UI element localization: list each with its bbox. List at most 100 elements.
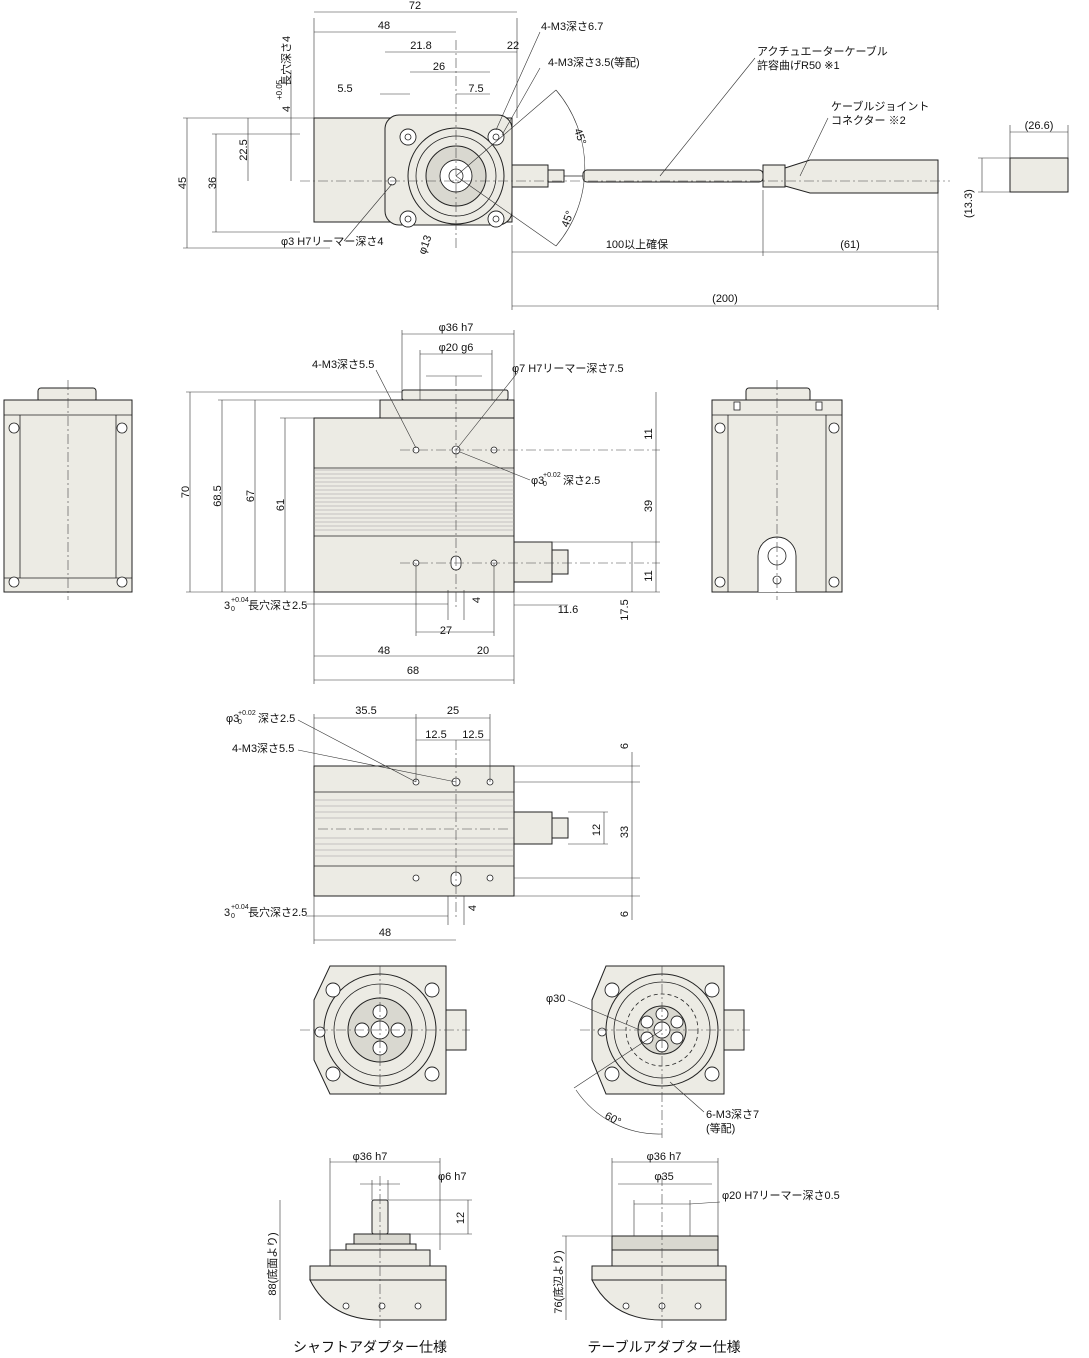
left-side-view xyxy=(3,380,133,600)
dim-26: 26 xyxy=(433,61,445,73)
dim-68: 68 xyxy=(407,665,419,677)
front-pin-text: 深さ2.5 xyxy=(563,474,600,487)
label-m3-6-7: 4-M3深さ6.7 xyxy=(541,20,603,33)
dim-27: 27 xyxy=(440,625,452,637)
top-slot-text: 長穴深さ4 xyxy=(279,36,293,86)
dim-6-top: 6 xyxy=(619,743,631,749)
actuator-cable xyxy=(582,169,764,183)
dim-25: 25 xyxy=(447,705,459,717)
shaft-dim-88: 88(底面より) xyxy=(265,1232,279,1295)
table-phi20: φ20 H7リーマー深さ0.5 xyxy=(722,1189,840,1202)
front-phi20: φ20 g6 xyxy=(439,342,474,354)
table-dim-76: 76(底辺より) xyxy=(551,1250,565,1313)
table-phi35: φ35 xyxy=(654,1171,673,1183)
dim-4-front: 4 xyxy=(471,597,483,603)
dim-33: 33 xyxy=(619,826,631,838)
table-adapter-top-view: φ30 60° 6-M3深さ7 (等配) xyxy=(546,965,759,1140)
top-slot-tol: +0.05 xyxy=(275,79,284,100)
right-side-view xyxy=(711,380,843,600)
bottom-view-fins xyxy=(314,799,514,857)
bottom-slot-tol: +0.04 xyxy=(231,904,249,911)
adapter-table xyxy=(611,1235,719,1251)
dim-68-5: 68.5 xyxy=(212,485,224,506)
label-m3-7-sub: (等配) xyxy=(706,1121,735,1135)
label-joint-sub: コネクター ※2 xyxy=(831,114,906,127)
label-angle-60: 60° xyxy=(603,1110,623,1128)
connector-end-view xyxy=(1009,157,1069,193)
cable-gland xyxy=(511,164,549,188)
dim-11-top: 11 xyxy=(643,428,655,439)
dim-6-bottom: 6 xyxy=(619,911,631,917)
front-m3-5-5: 4-M3深さ5.5 xyxy=(312,358,374,371)
dim-70: 70 xyxy=(180,486,192,498)
label-phi13: φ13 xyxy=(417,234,435,256)
dim-67: 67 xyxy=(245,490,257,502)
shaft-phi6: φ6 h7 xyxy=(438,1171,467,1183)
bottom-slot-main: 3 xyxy=(224,907,230,919)
label-reamer: φ3 H7リーマー深さ4 xyxy=(281,235,384,248)
front-view-gland xyxy=(513,541,553,583)
dim-48: 48 xyxy=(378,20,390,32)
dim-48-bottom: 48 xyxy=(379,927,391,939)
label-m3-7: 6-M3深さ7 xyxy=(706,1108,759,1121)
front-slot-tol0: 0 xyxy=(231,606,235,613)
front-pin-tol: +0.02 xyxy=(543,472,561,479)
bottom-pin-text: 深さ2.5 xyxy=(258,712,295,725)
table-adapter-side-view: φ36 h7 φ35 φ20 H7リーマー深さ0.5 76(底辺より) テーブル… xyxy=(551,1151,840,1355)
front-phi7: φ7 H7リーマー深さ7.5 xyxy=(512,362,624,375)
front-view: φ36 h7 φ20 g6 4-M3深さ5.5 φ7 H7リーマー深さ7.5 φ… xyxy=(180,322,660,684)
dim-12-bottom: 12 xyxy=(591,824,603,836)
front-phi36: φ36 h7 xyxy=(439,322,474,334)
bottom-view-body xyxy=(313,765,515,897)
dim-7-5: 7.5 xyxy=(468,83,483,95)
dim-61: 61 xyxy=(275,499,287,511)
dim-72: 72 xyxy=(409,0,421,12)
dim-20: 20 xyxy=(477,645,489,657)
dim-100: 100以上確保 xyxy=(606,237,668,251)
dim-22-5: 22.5 xyxy=(238,139,250,160)
table-phi36: φ36 h7 xyxy=(647,1151,682,1163)
dim-35-5: 35.5 xyxy=(355,705,376,717)
dim-61: (61) xyxy=(840,239,860,251)
dim-12-5-a: 12.5 xyxy=(425,729,446,741)
dim-17-5: 17.5 xyxy=(619,599,631,620)
dim-39: 39 xyxy=(643,500,655,512)
label-angle-45-b: 45° xyxy=(560,209,577,229)
dim-22: 22 xyxy=(507,40,519,52)
dim-13-3: (13.3) xyxy=(963,189,975,218)
dim-200: (200) xyxy=(712,293,738,305)
bottom-pin-phi: φ3 xyxy=(226,713,239,725)
bottom-view: φ3 +0.02 0 深さ2.5 4-M3深さ5.5 3 +0.04 0 長穴深… xyxy=(224,705,640,944)
dim-48-front: 48 xyxy=(378,645,390,657)
shaft-dim-12: 12 xyxy=(455,1212,467,1224)
front-pin-phi: φ3 xyxy=(531,475,544,487)
front-slot-text: 長穴深さ2.5 xyxy=(248,598,307,612)
dim-26-6: (26.6) xyxy=(1025,120,1054,132)
dim-21-8: 21.8 xyxy=(410,40,431,52)
bottom-pin-tol0: 0 xyxy=(238,719,242,726)
top-slot-main: 4 xyxy=(281,106,293,112)
dim-5-5: 5.5 xyxy=(337,83,352,95)
dim-11-bottom: 11 xyxy=(643,570,655,581)
bottom-m3-5-5: 4-M3深さ5.5 xyxy=(232,742,294,755)
dim-4-bottom: 4 xyxy=(467,905,479,911)
shaft-adapter-top-view xyxy=(300,965,470,1095)
bottom-pin-tol: +0.02 xyxy=(238,710,256,717)
front-pin-tol0: 0 xyxy=(543,481,547,488)
shaft-adapter-side-view: φ36 h7 φ6 h7 12 88(底面より) シャフトアダプター仕様 xyxy=(265,1151,472,1355)
label-cable-sub: 許容曲げR50 ※1 xyxy=(757,58,840,72)
label-angle-45-a: 45° xyxy=(571,127,588,147)
top-view: 72 48 21.8 22 26 5.5 7.5 45 36 22.5 4 +0… xyxy=(177,0,1069,310)
front-view-fins xyxy=(314,469,514,531)
dim-45: 45 xyxy=(177,177,189,189)
shaft-adapter-caption: シャフトアダプター仕様 xyxy=(293,1339,447,1355)
bottom-slot-text: 長穴深さ2.5 xyxy=(248,905,307,919)
cable-joint-connector xyxy=(784,159,939,194)
dim-12-5-b: 12.5 xyxy=(462,729,483,741)
label-joint-title: ケーブルジョイント xyxy=(831,99,929,113)
label-m3-3-5: 4-M3深さ3.5(等配) xyxy=(548,55,640,69)
front-slot-main: 3 xyxy=(224,600,230,612)
label-phi30: φ30 xyxy=(546,993,565,1005)
label-cable-title: アクチュエーターケーブル xyxy=(757,44,888,58)
